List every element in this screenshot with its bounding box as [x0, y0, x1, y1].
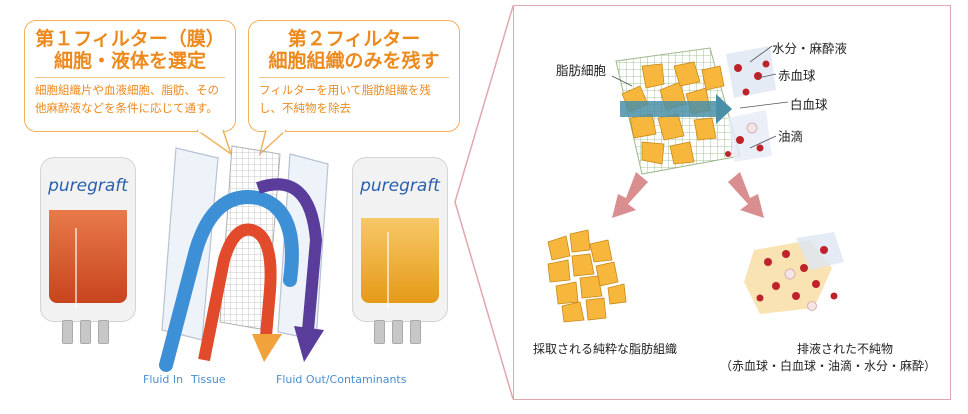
bag-left-scale — [75, 228, 103, 308]
bag-left-port — [80, 320, 91, 344]
filter-assembly — [159, 145, 329, 372]
bag-left-logo: puregraft — [48, 176, 128, 196]
tissue-arrowhead — [252, 334, 282, 362]
leader-line — [757, 73, 777, 79]
filter2-bubble: 第２フィルター 細胞組織のみを残す フィルターを用いて脂肪組織を残し、不純物を除… — [248, 20, 460, 132]
harvested-fat-caption: 採取される純粋な脂肪組織 — [532, 342, 677, 356]
fluid-out-arrow — [256, 178, 323, 331]
bag-right-port — [374, 320, 385, 344]
bag-left-contents — [49, 210, 127, 303]
red-blood-cells-label: 赤血球 — [778, 68, 816, 83]
bag-right-contents — [361, 218, 439, 303]
filter2-title-line2: 細胞組織のみを残す — [268, 50, 440, 72]
filter2-separator — [259, 77, 449, 78]
fluid-out-arrowhead — [294, 326, 324, 362]
white-blood-cells-label: 白血球 — [790, 97, 828, 112]
filter1-body: 細胞組織片や血液細胞、脂肪、その他麻酔液などを条件に応じて通す。 — [35, 83, 219, 115]
tissue-arrow — [198, 223, 277, 362]
oil-droplets-label: 油滴 — [778, 129, 804, 144]
bag-left: puregraft — [40, 157, 136, 322]
filter1-bubble: 第１フィルター（膜） 細胞・液体を選定 細胞組織片や血液細胞、脂肪、その他麻酔液… — [24, 20, 236, 132]
filtration-diagram-panel — [513, 5, 951, 400]
bag-right-scale — [387, 232, 415, 308]
bag-right-port — [392, 320, 403, 344]
down-left-arrow — [612, 172, 648, 218]
leader-line — [749, 45, 773, 63]
down-right-arrow — [728, 172, 764, 218]
filter1-title-line1: 第１フィルター（膜） — [35, 28, 225, 50]
flow-bar — [620, 101, 716, 117]
panel-connector — [454, 5, 514, 400]
water-anesthetic-label: 水分・麻酔液 — [772, 41, 848, 56]
drained-impurities-cluster — [744, 232, 844, 314]
drained-impurities-caption-line2: （赤血球・白血球・油滴・水分・麻酔） — [719, 359, 936, 373]
bag-right: puregraft — [352, 157, 448, 322]
filter2-body: フィルターを用いて脂肪組織を残し、不純物を除去 — [259, 83, 431, 115]
impurity-cluster — [725, 46, 776, 162]
bag-right-port — [410, 320, 421, 344]
pure-fat-cluster — [547, 229, 627, 323]
drained-impurities-caption-line1: 排液された不純物 — [796, 342, 893, 356]
fluid-out-label: Fluid Out/Contaminants — [276, 373, 407, 386]
leader-line — [749, 135, 777, 149]
leader-line — [739, 101, 789, 109]
flow-bar-head — [716, 94, 732, 124]
filtration-illustration — [547, 45, 844, 323]
filter1-separator — [35, 77, 225, 78]
leader-line — [611, 75, 633, 87]
tissue-label: Tissue — [191, 373, 226, 386]
fat-cells-label: 脂肪細胞 — [556, 63, 607, 78]
filter2-title-line1: 第２フィルター — [287, 28, 421, 50]
bag-left-port — [62, 320, 73, 344]
bag-right-logo: puregraft — [360, 176, 440, 196]
bag-left-port — [98, 320, 109, 344]
fluid-in-label: Fluid In — [143, 373, 184, 386]
fluid-in-arrow — [159, 190, 299, 372]
filter1-title-line2: 細胞・液体を選定 — [53, 50, 206, 72]
